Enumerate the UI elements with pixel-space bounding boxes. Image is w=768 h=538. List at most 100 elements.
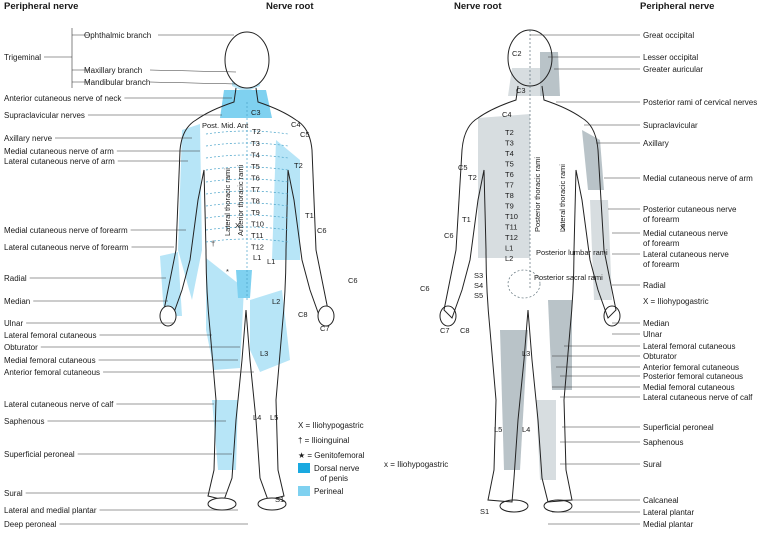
root-s1-posterior: S1 (480, 507, 489, 516)
root-l3-anterior: L3 (260, 349, 268, 358)
posterior-peripheral-label: Superficial peroneal (643, 423, 714, 432)
root-posterior-thoracic-label: T3 (505, 139, 514, 148)
root-c3-posterior: C3 (516, 86, 526, 95)
x-iliohypogastric-note: x = Iliohypogastric (384, 460, 448, 469)
posterior-lumbar-rami: Posterior lumbar rami (536, 248, 608, 257)
sacral-area (507, 269, 541, 299)
star-mark: * (226, 267, 229, 276)
root-anterior-thoracic-label: T8 (251, 197, 260, 206)
root-anterior-thoracic-label: T11 (251, 231, 263, 240)
legend-swatch-dorsal (298, 463, 310, 473)
root-t1-anterior: T1 (305, 211, 314, 220)
anterior-hand-right (159, 305, 177, 327)
root-l3-posterior: L3 (522, 349, 530, 358)
root-s4-posterior: S4 (474, 281, 483, 290)
root-s3-posterior: S3 (474, 271, 483, 280)
trigeminal-leaders (149, 34, 237, 85)
posterior-peripheral-label: Sural (643, 460, 662, 469)
anterior-peripheral-label: Axillary nerve (4, 134, 53, 143)
forearm-shade-posterior (590, 200, 612, 300)
root-c4-posterior: C4 (502, 110, 512, 119)
occipital-shade (540, 52, 560, 96)
posterior-peripheral-label: Axillary (643, 139, 669, 148)
anterior-peripheral-label: Obturator (4, 343, 38, 352)
root-posterior-thoracic-label: T6 (505, 170, 514, 179)
trigeminal-bracket (44, 28, 90, 88)
anterior-peripheral-label: Anterior cutaneous nerve of neck (4, 94, 122, 103)
anterior-peripheral-label: Sural (4, 489, 23, 498)
x-mark-posterior: X (560, 223, 565, 232)
root-l4-posterior: L4 (522, 425, 530, 434)
root-s1-anterior: S1 (275, 495, 284, 504)
root-c4-anterior: C4 (291, 120, 301, 129)
posterior-hand-left (603, 305, 621, 327)
legend-iliohypogastric: X = Iliohypogastric (298, 421, 364, 430)
posterior-peripheral-label: Median (643, 319, 669, 328)
root-anterior-thoracic-label: T4 (251, 151, 260, 160)
posterior-peripheral-label: Posterior femoral cutaneous (643, 372, 743, 381)
posterior-peripheral-label: Supraclavicular (643, 121, 698, 130)
anterior-peripheral-label: Superficial peroneal (4, 450, 75, 459)
posterior-body-outline (443, 85, 617, 503)
root-l1b-anterior: L1 (267, 257, 275, 266)
header-left-root: Nerve root (266, 1, 314, 12)
lateral-thoracic-rami-posterior: Lateral thoracic rami (558, 164, 567, 232)
posterior-peripheral-label: Medial cutaneous nerve (643, 229, 728, 238)
anterior-peripheral-label: Trigeminal (4, 53, 41, 62)
root-anterior-thoracic-label: T6 (251, 174, 260, 183)
thigh-shade-posterior (548, 300, 572, 390)
arm-shade (178, 124, 202, 300)
root-c3-anterior: C3 (251, 108, 261, 117)
post-mid-ant: Post. Mid. Ant (202, 121, 249, 130)
anterior-thoracic-rami: Anterior thoracic rami (236, 164, 245, 236)
posterior-peripheral-label: Medial cutaneous nerve of arm (643, 174, 753, 183)
neck-shade (220, 90, 272, 118)
posterior-peripheral-label: Posterior cutaneous nerve (643, 205, 737, 214)
posterior-foot-right (499, 499, 529, 513)
posterior-foot-left (543, 499, 573, 513)
anterior-peripheral-label: Saphenous (4, 417, 44, 426)
posterior-thoracic-rami: Posterior thoracic rami (533, 157, 542, 232)
anterior-head (224, 31, 270, 89)
root-anterior-thoracic-label: T12 (251, 243, 264, 252)
posterior-peripheral-label: of forearm (643, 215, 680, 224)
legend-perineal: Perineal (314, 487, 344, 496)
anterior-peripheral-label: Deep peroneal (4, 520, 57, 529)
root-t1-posterior: T1 (462, 215, 471, 224)
root-posterior-thoracic-label: T5 (505, 160, 514, 169)
anterior-thoracic-bands (205, 130, 289, 243)
axillary-shade (582, 130, 604, 190)
root-c8-anterior: C8 (298, 310, 308, 319)
posterior-peripheral-label: Posterior rami of cervical nerves (643, 98, 757, 107)
root-c2-posterior: C2 (512, 49, 522, 58)
anterior-figure: C3 C4 C5 T2 T2 Post. Mid. Ant T3T4T5T6T7… (159, 31, 358, 511)
root-c6-posterior: C6 (444, 231, 454, 240)
anterior-body-outline (163, 87, 329, 501)
header-right-peripheral: Peripheral nerve (640, 1, 714, 12)
genital-shade (236, 270, 252, 298)
posterior-peripheral-label: of forearm (643, 260, 680, 269)
anterior-peripheral-label: Ulnar (4, 319, 23, 328)
legend-dorsal-nerve: Dorsal nerve (314, 464, 360, 473)
posterior-sacral-rami: Posterior sacral rami (534, 273, 603, 282)
calf-shade (212, 400, 238, 470)
posterior-peripheral-label: Ulnar (643, 330, 662, 339)
anterior-peripheral-label: Lateral cutaneous nerve of arm (4, 157, 115, 166)
anterior-peripheral-label: Radial (4, 274, 27, 283)
header-right-root: Nerve root (454, 1, 502, 12)
posterior-peripheral-label: Medial femoral cutaneous (643, 383, 735, 392)
anterior-foot-right (207, 497, 237, 511)
root-anterior-thoracic-label: T10 (251, 220, 264, 229)
posterior-peripheral-label: Lesser occipital (643, 53, 698, 62)
legend-ilioinguinal: † = Ilioinguinal (298, 436, 350, 445)
posterior-peripheral-label: of forearm (643, 239, 680, 248)
anterior-peripheral-label: Supraclavicular nerves (4, 111, 85, 120)
posterior-peripheral-label: Greater auricular (643, 65, 703, 74)
posterior-peripheral-label: X = Iliohypogastric (643, 297, 709, 306)
root-c6b-posterior: C6 (420, 284, 430, 293)
anterior-peripheral-label: Lateral cutaneous nerve of calf (4, 400, 114, 409)
thigh-shade-right (206, 258, 244, 370)
